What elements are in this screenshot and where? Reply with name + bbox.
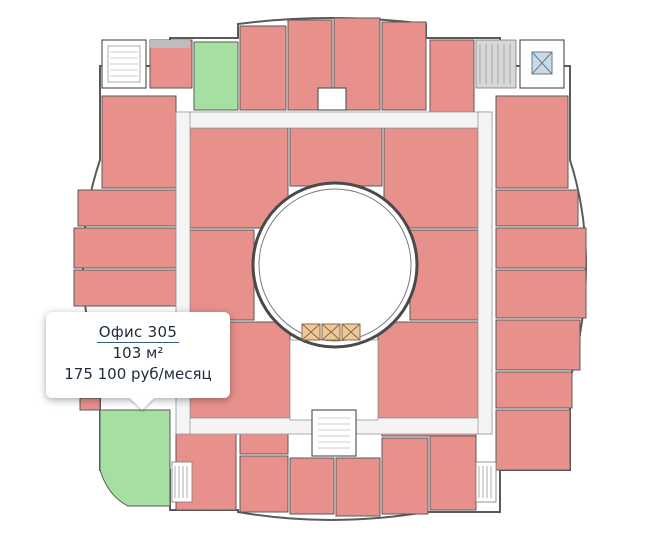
office-room[interactable] bbox=[429, 435, 477, 511]
stairs-top-left bbox=[101, 39, 147, 89]
office-room[interactable] bbox=[79, 397, 101, 411]
office-room[interactable] bbox=[495, 95, 569, 189]
office-room[interactable] bbox=[495, 189, 579, 227]
office-room[interactable] bbox=[495, 319, 581, 371]
office-room[interactable] bbox=[289, 127, 383, 187]
stairs-bottom-right bbox=[475, 461, 497, 503]
office-room[interactable] bbox=[73, 269, 177, 307]
office-room[interactable] bbox=[189, 229, 255, 321]
office-room[interactable] bbox=[73, 227, 177, 269]
office-room[interactable] bbox=[381, 21, 427, 111]
hatch-boxes bbox=[301, 323, 361, 341]
office-room[interactable] bbox=[101, 95, 177, 189]
office-room[interactable] bbox=[335, 457, 381, 517]
stairs-bottom-center bbox=[311, 409, 357, 457]
available-rooms bbox=[99, 41, 239, 507]
available-office-305[interactable] bbox=[99, 409, 171, 507]
office-room[interactable] bbox=[239, 455, 289, 513]
atrium bbox=[251, 181, 419, 349]
office-room[interactable] bbox=[409, 229, 479, 321]
office-room[interactable] bbox=[495, 269, 587, 319]
tooltip-office-title[interactable]: Офис 305 bbox=[96, 323, 180, 343]
elevators-right bbox=[475, 39, 517, 89]
stairs-bottom-left bbox=[171, 461, 193, 503]
tooltip-office-price: 175 100 руб/месяц bbox=[64, 365, 212, 383]
stairs bbox=[101, 39, 565, 503]
office-room[interactable] bbox=[77, 189, 177, 227]
stairs-top-center bbox=[317, 87, 347, 111]
office-room[interactable] bbox=[495, 409, 571, 471]
office-tooltip: Офис 305 103 м² 175 100 руб/месяц bbox=[46, 312, 230, 398]
office-room[interactable] bbox=[377, 321, 479, 419]
stairs-top-right bbox=[519, 39, 565, 89]
office-room[interactable] bbox=[429, 39, 475, 113]
office-room[interactable] bbox=[495, 371, 573, 409]
office-room[interactable] bbox=[381, 437, 429, 515]
office-room[interactable] bbox=[239, 25, 287, 111]
office-room[interactable] bbox=[495, 227, 587, 269]
office-room[interactable] bbox=[289, 457, 335, 515]
tooltip-office-area: 103 м² bbox=[112, 344, 164, 362]
available-office-top[interactable] bbox=[193, 41, 239, 111]
elevators-left bbox=[150, 40, 190, 48]
